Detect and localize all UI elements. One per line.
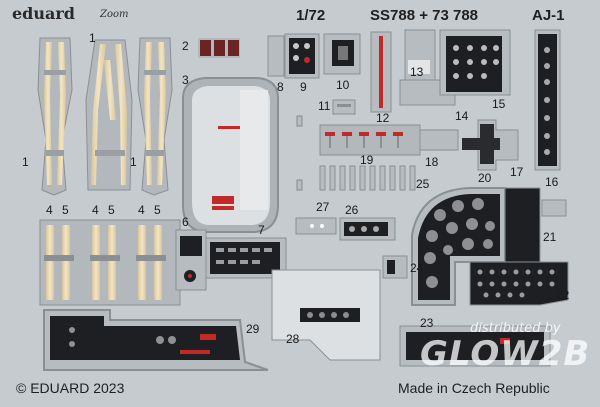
- brand-logo: eduard: [12, 4, 75, 23]
- part-number: 18: [425, 155, 439, 169]
- part-number: 21: [543, 230, 557, 244]
- harness-part-1-left: [37, 37, 73, 196]
- part-number: 28: [286, 332, 300, 346]
- made-in: Made in Czech Republic: [398, 380, 550, 396]
- part-number: 27: [316, 200, 330, 214]
- part-19-levers: [319, 124, 421, 156]
- part-11: [332, 99, 356, 115]
- part-25-pegs: [319, 165, 416, 191]
- part-24: [382, 255, 408, 279]
- part-number: 6: [182, 215, 189, 229]
- bulkhead-part-3: [182, 77, 303, 233]
- part-number: 2: [182, 39, 189, 53]
- part-number: 7: [258, 223, 265, 237]
- copyright: © EDUARD 2023: [16, 380, 125, 396]
- part-number: 24: [410, 261, 424, 275]
- scale-label: 1/72: [296, 7, 326, 24]
- zoom-logo: Zoom: [100, 9, 129, 20]
- panel-parts-21-22: [469, 187, 569, 306]
- part-23: [399, 325, 551, 367]
- part-number: 5: [154, 203, 161, 217]
- part-number: 17: [510, 165, 524, 179]
- part-number: 25: [416, 177, 430, 191]
- part-number: 1: [89, 31, 96, 45]
- seat-cushions-part-2: [198, 38, 240, 58]
- part-number: 1: [22, 155, 29, 169]
- product-codes: SS788 + 73 788: [370, 7, 479, 24]
- panels-parts-8-9-10: [267, 33, 361, 79]
- part-number: 4: [92, 203, 99, 217]
- part-number: 4: [46, 203, 53, 217]
- part-18: [419, 129, 459, 151]
- part-number: 13: [410, 65, 424, 79]
- harness-part-1-middle: [85, 39, 133, 191]
- part-number: 3: [182, 73, 189, 87]
- aircraft-name: AJ-1: [532, 7, 565, 24]
- part-28: [271, 269, 381, 361]
- part-number: 29: [246, 322, 260, 336]
- part-17: [462, 119, 519, 171]
- part-12: [370, 31, 392, 113]
- part-number: 20: [478, 171, 492, 185]
- part-number: 1: [130, 155, 137, 169]
- part-number: 16: [545, 175, 559, 189]
- instrument-panel-part-20: [411, 187, 506, 306]
- part-number: 10: [336, 78, 350, 92]
- part-number: 12: [376, 111, 390, 125]
- part-number: 8: [277, 80, 284, 94]
- watermark-line-2: GLOW2B: [420, 334, 591, 374]
- part-number: 5: [62, 203, 69, 217]
- part-number: 5: [108, 203, 115, 217]
- panels-parts-13-14: [399, 29, 511, 106]
- belts-parts-4-5: [39, 219, 181, 306]
- part-number: 14: [455, 109, 469, 123]
- console-part-29: [43, 309, 269, 371]
- harness-part-1-right: [137, 37, 173, 196]
- part-number: 26: [345, 203, 359, 217]
- watermark-line-1: distributed by: [470, 321, 561, 336]
- part-number: 23: [420, 316, 434, 330]
- part-number: 4: [138, 203, 145, 217]
- part-15: [534, 29, 561, 171]
- part-number: 19: [360, 153, 374, 167]
- part-number: 9: [300, 80, 307, 94]
- part-number: 15: [492, 97, 506, 111]
- part-number: 11: [318, 99, 331, 113]
- part-6: [175, 229, 207, 291]
- part-number: 22: [556, 288, 570, 302]
- parts-26-27: [295, 217, 396, 241]
